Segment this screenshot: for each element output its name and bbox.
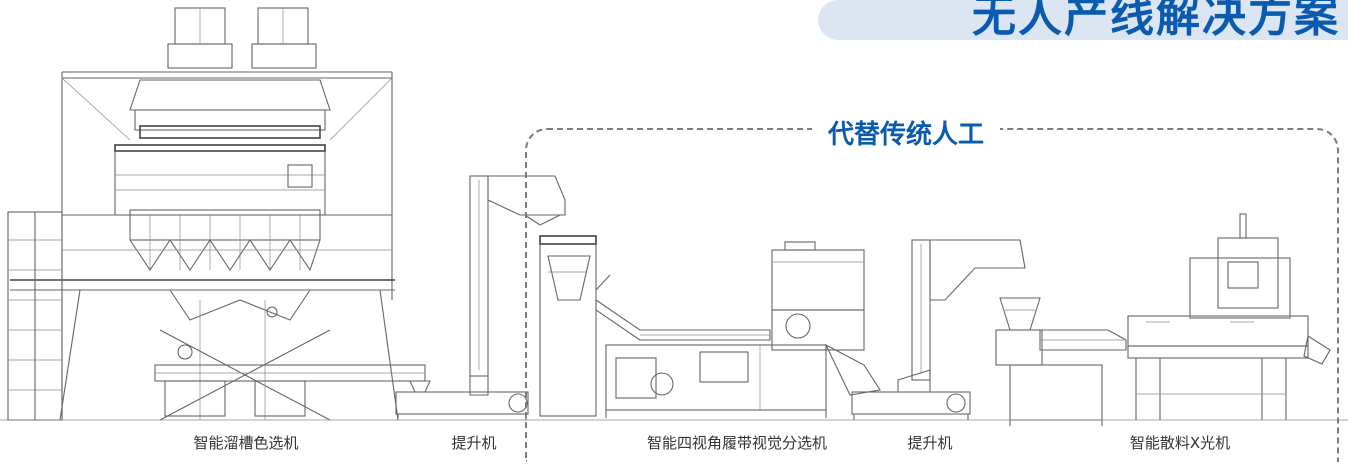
label-vision-sorter: 智能四视角履带视觉分选机	[646, 434, 828, 452]
chute-color-sorter-drawing	[7, 7, 431, 421]
label-xray-machine: 智能散料X光机	[1129, 434, 1231, 452]
label-chute-color-sorter: 智能溜槽色选机	[193, 434, 299, 452]
xray-machine-drawing	[995, 213, 1331, 426]
replacement-zone-frame	[525, 128, 1339, 462]
page-title: 无人产线解决方案	[972, 0, 1340, 40]
elevator-2-drawing	[851, 239, 1026, 420]
label-elevator-1: 提升机	[451, 434, 497, 452]
label-elevator-2: 提升机	[907, 434, 953, 452]
replacement-zone-title: 代替传统人工	[812, 114, 1001, 151]
vision-sorter-drawing	[539, 235, 881, 418]
title-banner: 无人产线解决方案	[818, 0, 1348, 40]
